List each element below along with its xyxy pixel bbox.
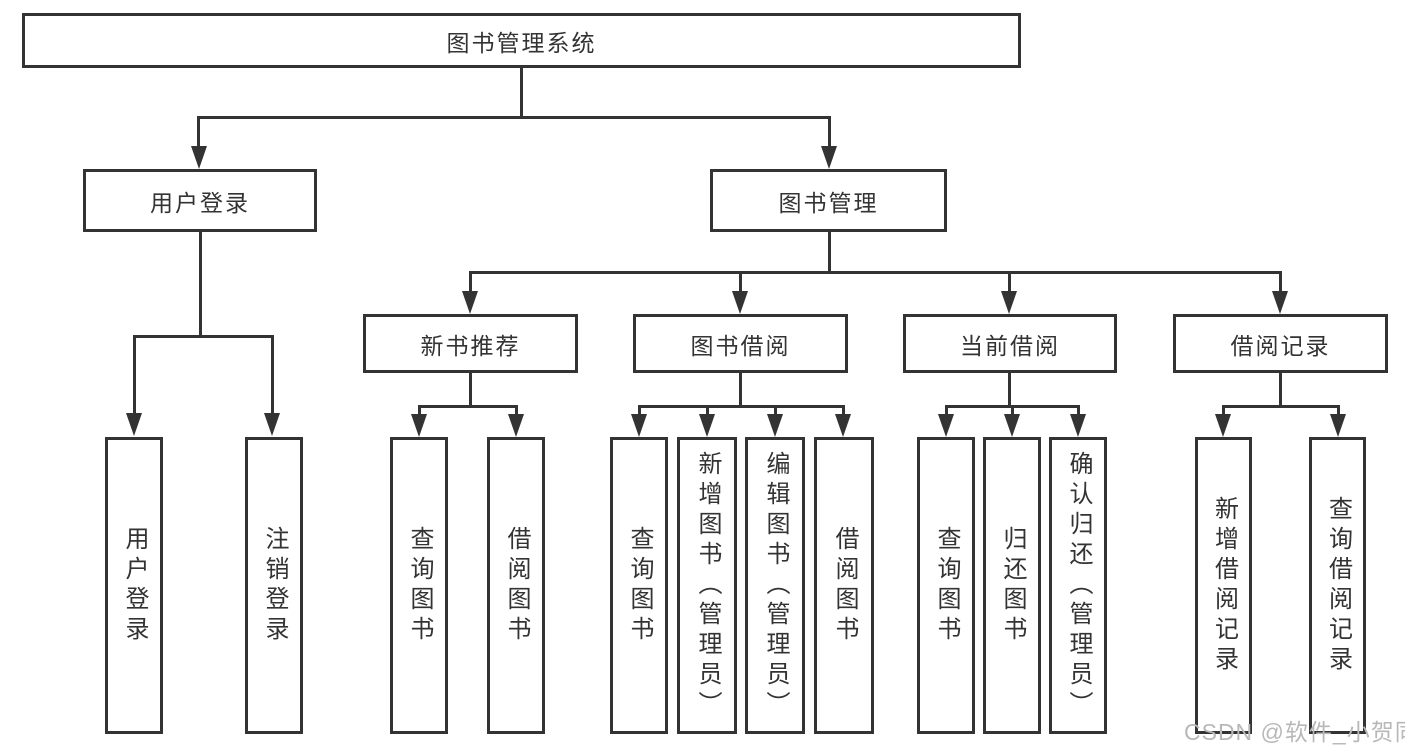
- arrow-down-icon: [126, 413, 142, 436]
- leaf-confirm-return-admin: 确认归还（管理员）: [1049, 437, 1107, 734]
- node-borrow-records: 借阅记录: [1173, 314, 1388, 373]
- leaf-logout: 注销登录: [245, 437, 303, 734]
- connector-line: [774, 405, 777, 419]
- connector-line: [1011, 405, 1014, 419]
- arrow-down-icon: [264, 413, 280, 436]
- connector-line: [706, 405, 709, 419]
- leaf-label: 查询图书: [933, 525, 960, 646]
- arrow-down-icon: [938, 414, 954, 437]
- leaf-add-borrow-record: 新增借阅记录: [1195, 437, 1252, 734]
- leaf-label: 查询图书: [406, 525, 433, 646]
- arrow-down-icon: [1330, 414, 1346, 437]
- connector-line: [418, 405, 421, 419]
- arrow-down-icon: [191, 146, 207, 169]
- leaf-label: 确认归还（管理员）: [1065, 450, 1092, 721]
- arrow-down-icon: [411, 414, 427, 437]
- connector-line: [1008, 271, 1011, 295]
- leaf-query-books-current: 查询图书: [917, 437, 975, 734]
- leaf-label: 查询借阅记录: [1324, 495, 1352, 676]
- leaf-label: 新增图书（管理员）: [694, 450, 721, 721]
- connector-line: [469, 271, 1282, 274]
- connector-line: [197, 116, 200, 152]
- connector-line: [469, 373, 472, 408]
- leaf-borrow-books-recommend: 借阅图书: [487, 437, 545, 734]
- leaf-label: 查询图书: [626, 525, 653, 646]
- csdn-watermark: CSDN @软件_小贺同学: [1184, 719, 1405, 745]
- leaf-return-book: 归还图书: [983, 437, 1041, 734]
- connector-line: [1279, 271, 1282, 295]
- connector-line: [1279, 373, 1282, 408]
- arrow-down-icon: [732, 291, 748, 314]
- connector-line: [515, 405, 518, 419]
- arrow-down-icon: [767, 414, 783, 437]
- arrow-down-icon: [1070, 414, 1086, 437]
- node-book-management: 图书管理: [710, 169, 947, 232]
- node-new-book-recommend: 新书推荐: [363, 314, 578, 373]
- node-root-system: 图书管理系统: [22, 13, 1021, 68]
- node-current-borrow: 当前借阅: [903, 314, 1117, 373]
- connector-line: [520, 68, 523, 118]
- node-user-login: 用户登录: [83, 169, 317, 232]
- connector-line: [1077, 405, 1080, 419]
- arrow-down-icon: [508, 414, 524, 437]
- arrow-down-icon: [1004, 414, 1020, 437]
- arrow-down-icon: [821, 146, 837, 169]
- arrow-down-icon: [699, 414, 715, 437]
- connector-line: [1222, 405, 1339, 408]
- connector-line: [842, 405, 845, 419]
- connector-line: [271, 335, 274, 419]
- connector-line: [1337, 405, 1340, 419]
- connector-line: [739, 271, 742, 295]
- connector-line: [1222, 405, 1225, 419]
- leaf-add-book-admin: 新增图书（管理员）: [677, 437, 737, 734]
- leaf-borrow-books: 借阅图书: [814, 437, 874, 734]
- leaf-edit-book-admin: 编辑图书（管理员）: [745, 437, 805, 734]
- arrow-down-icon: [1001, 291, 1017, 314]
- leaf-label: 用户登录: [121, 525, 148, 646]
- arrow-down-icon: [1272, 291, 1288, 314]
- leaf-query-borrow-record: 查询借阅记录: [1309, 437, 1366, 734]
- leaf-label: 借阅图书: [503, 525, 530, 646]
- leaf-label: 借阅图书: [831, 525, 858, 646]
- connector-line: [199, 231, 202, 338]
- leaf-query-books-borrow: 查询图书: [610, 437, 668, 734]
- connector-line: [638, 405, 641, 419]
- leaf-label: 编辑图书（管理员）: [762, 450, 789, 721]
- connector-line: [469, 271, 472, 295]
- connector-line: [828, 116, 831, 152]
- connector-line: [198, 116, 831, 119]
- connector-line: [418, 405, 518, 408]
- connector-line: [945, 405, 948, 419]
- leaf-label: 注销登录: [261, 525, 288, 646]
- arrow-down-icon: [1215, 414, 1231, 437]
- connector-line: [739, 373, 742, 408]
- arrow-down-icon: [462, 291, 478, 314]
- leaf-label: 归还图书: [999, 525, 1026, 646]
- connector-line: [1008, 373, 1011, 408]
- connector-line: [133, 335, 136, 419]
- node-book-borrow: 图书借阅: [633, 314, 848, 373]
- connector-line: [638, 405, 845, 408]
- connector-line: [828, 232, 831, 274]
- leaf-user-login: 用户登录: [105, 437, 163, 734]
- arrow-down-icon: [835, 414, 851, 437]
- connector-line: [133, 335, 274, 338]
- leaf-label: 新增借阅记录: [1210, 495, 1238, 676]
- leaf-query-books-recommend: 查询图书: [390, 437, 448, 734]
- arrow-down-icon: [631, 414, 647, 437]
